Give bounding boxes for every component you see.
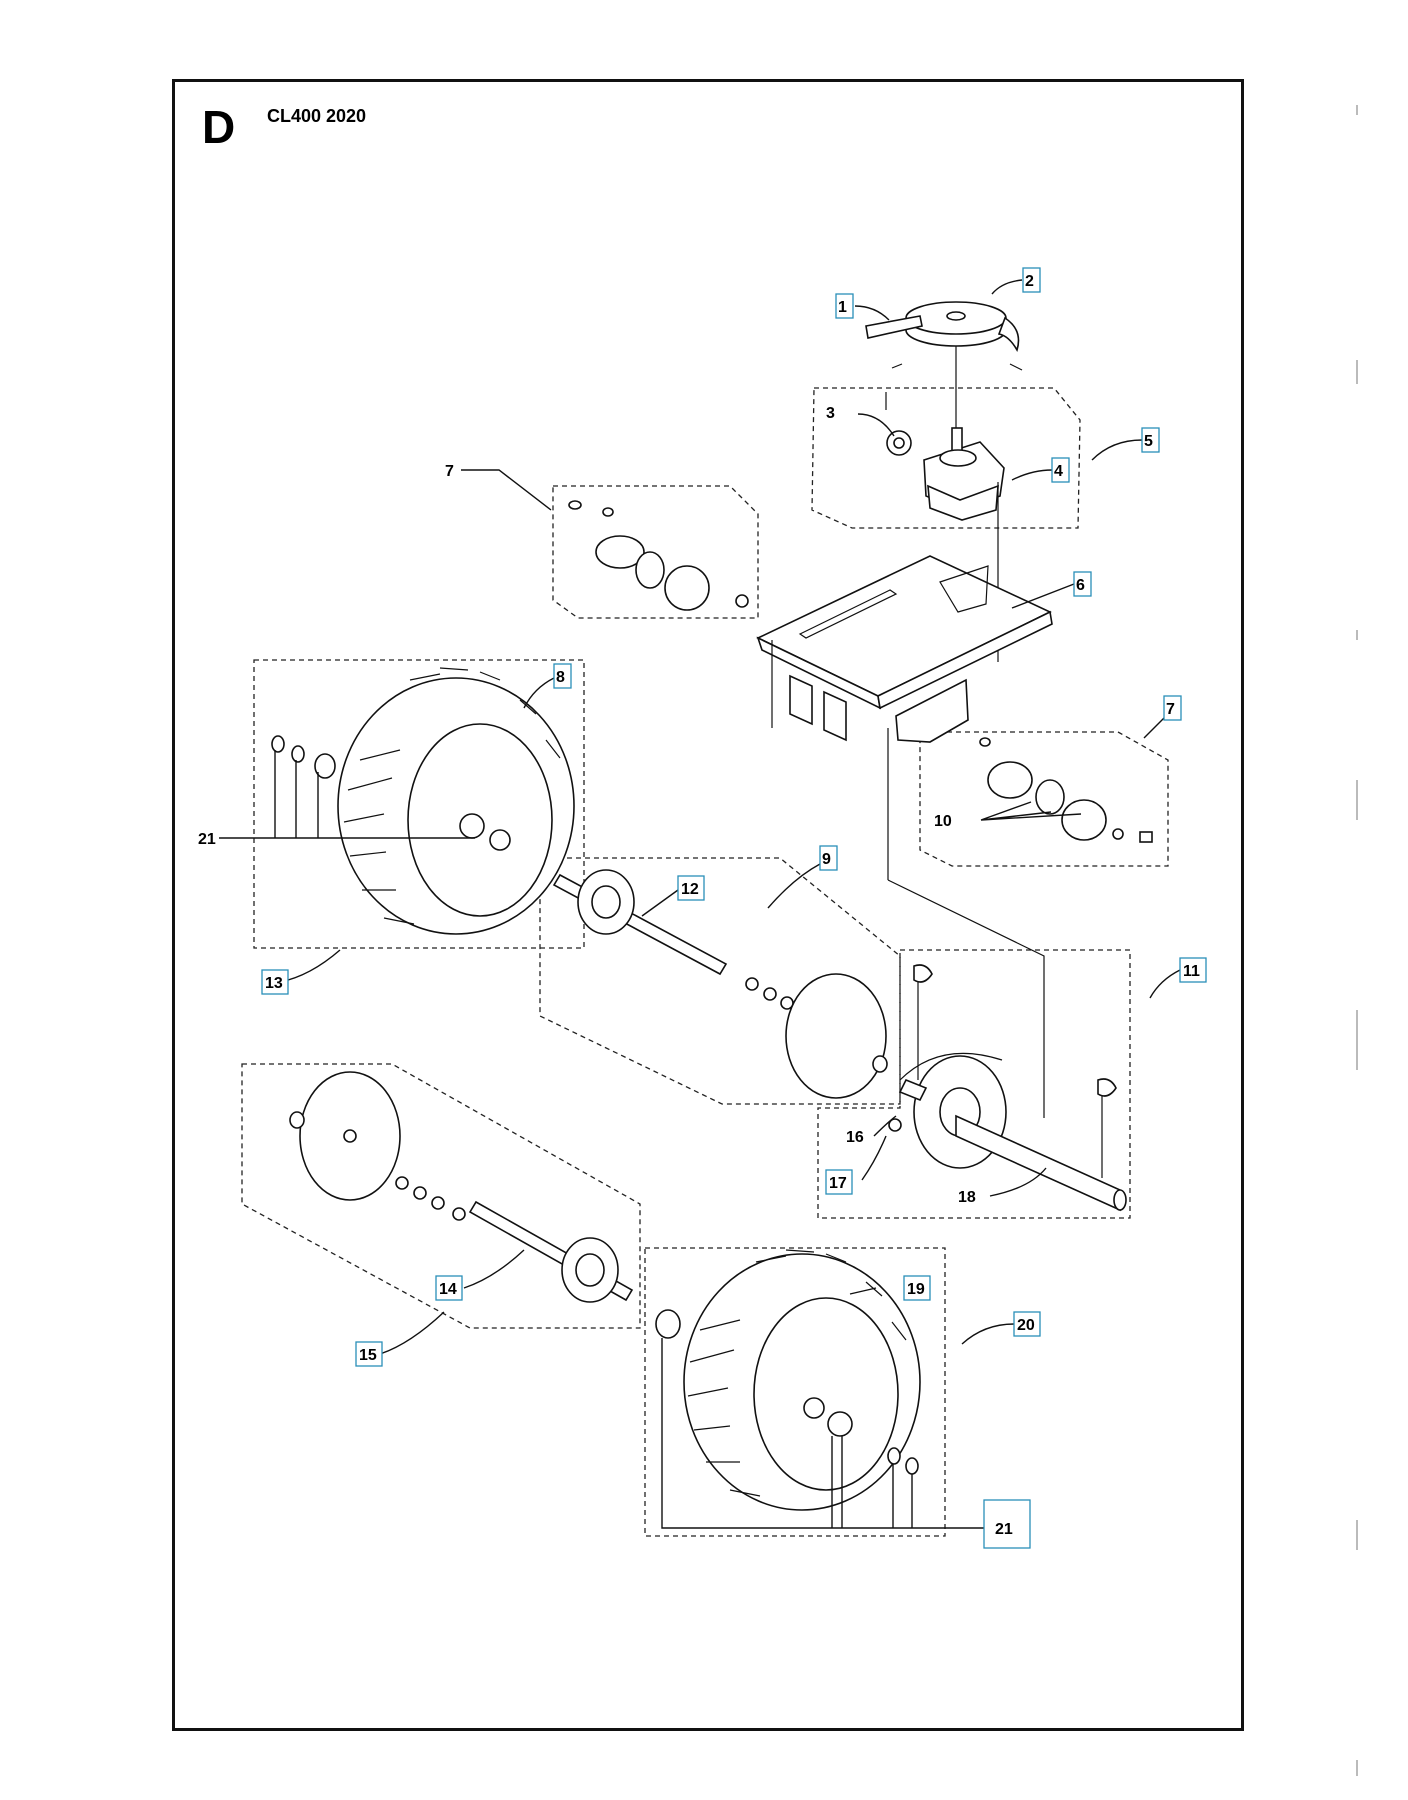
wheel-top-part: [337, 667, 575, 935]
svg-text:21: 21: [198, 831, 216, 848]
callout-16: 16: [846, 1129, 864, 1146]
callout-7a: 7: [445, 463, 454, 480]
callout-21b: 21: [983, 1499, 1031, 1549]
svg-text:16: 16: [846, 1129, 864, 1146]
callout-labels: 1 2 3 4 5 6 7 7 8 9 10 11 12 13 14 15 16…: [198, 267, 1207, 1549]
svg-text:7: 7: [445, 463, 454, 480]
model-title: CL400 2020: [267, 106, 367, 126]
edge-mark: [1356, 105, 1358, 115]
callout-4: 4: [1051, 457, 1070, 483]
frame-plate-part: [756, 555, 1053, 743]
callout-13: 13: [261, 969, 289, 995]
edge-mark: [1356, 1760, 1358, 1776]
wheel-top-washers: [271, 735, 336, 779]
callout-6: 6: [1073, 571, 1092, 597]
callout-12: 12: [677, 875, 705, 901]
pulley-part: [905, 301, 1020, 353]
gear-part: [885, 392, 912, 456]
svg-text:9: 9: [822, 851, 831, 868]
edge-mark: [1356, 360, 1358, 384]
axle-lower-part: [289, 1071, 634, 1303]
svg-text:3: 3: [826, 405, 835, 422]
chain-sprocket-part: [888, 964, 1127, 1212]
bearing-set-7a: [568, 500, 749, 611]
pulley-screws: [891, 363, 1023, 371]
bearing-set-7b: [979, 737, 1153, 843]
leader-lines: [219, 279, 1181, 1529]
svg-text:15: 15: [359, 1347, 377, 1364]
key-part: [865, 315, 923, 339]
edge-mark: [1356, 1520, 1358, 1550]
callout-17: 17: [825, 1169, 853, 1195]
svg-text:2: 2: [1025, 273, 1034, 290]
axle-part: [552, 869, 888, 1099]
callout-8: 8: [553, 663, 572, 689]
gearbox-part: [923, 427, 1005, 521]
svg-text:14: 14: [439, 1281, 457, 1298]
svg-text:17: 17: [829, 1175, 847, 1192]
svg-text:21: 21: [995, 1521, 1013, 1538]
callout-18: 18: [958, 1189, 976, 1206]
frame-link-line-b: [887, 879, 1045, 1118]
callout-1: 1: [835, 293, 854, 319]
group-5-outline: [811, 387, 1081, 529]
callout-3: 3: [826, 405, 835, 422]
edge-mark: [1356, 630, 1358, 640]
svg-text:10: 10: [934, 813, 952, 830]
svg-text:12: 12: [681, 881, 699, 898]
callout-2: 2: [1022, 267, 1041, 293]
group-9-outline: [539, 857, 901, 1105]
group-13-outline: [253, 659, 585, 949]
svg-text:13: 13: [265, 975, 283, 992]
callout-21a: 21: [198, 831, 216, 848]
group-7b-outline: [919, 731, 1169, 867]
svg-text:5: 5: [1144, 433, 1153, 450]
callout-10: 10: [934, 813, 952, 830]
edge-mark: [1356, 780, 1358, 820]
group-11-outline: [817, 949, 1131, 1219]
svg-text:20: 20: [1017, 1317, 1035, 1334]
svg-text:7: 7: [1166, 701, 1175, 718]
callout-19: 19: [903, 1275, 931, 1301]
callout-20: 20: [1013, 1311, 1041, 1337]
callout-5: 5: [1141, 427, 1160, 453]
section-letter: D: [202, 101, 236, 153]
svg-text:4: 4: [1054, 463, 1063, 480]
callout-11: 11: [1179, 957, 1207, 983]
svg-text:6: 6: [1076, 577, 1085, 594]
group-7a-outline: [552, 485, 759, 619]
callout-15: 15: [355, 1341, 383, 1367]
svg-text:11: 11: [1183, 963, 1200, 980]
lead-21b-a: [661, 1338, 986, 1529]
wheel-bottom-part: [655, 1249, 921, 1511]
edge-mark: [1356, 1010, 1358, 1070]
svg-text:1: 1: [838, 299, 847, 316]
svg-text:8: 8: [556, 669, 565, 686]
callout-9: 9: [819, 845, 838, 871]
group-20-outline: [644, 1247, 946, 1537]
group-15-outline: [241, 1063, 641, 1329]
svg-text:19: 19: [907, 1281, 925, 1298]
diagram-frame: [172, 79, 1244, 1731]
callout-14: 14: [435, 1275, 463, 1301]
svg-text:18: 18: [958, 1189, 976, 1206]
callout-7b: 7: [1163, 695, 1182, 721]
